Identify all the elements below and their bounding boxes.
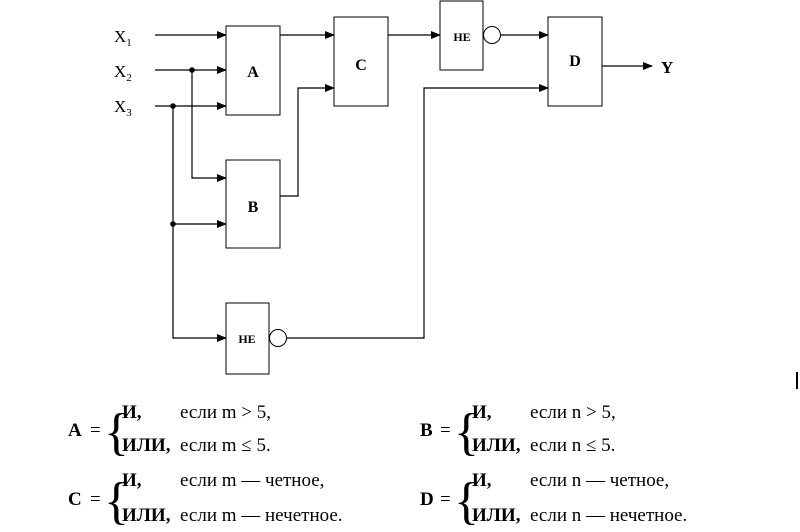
- formula-a-name: A: [68, 420, 82, 441]
- formula-c-equals: =: [90, 489, 101, 510]
- formula-b: B = { И,если n > 5, ИЛИ,если n ≤ 5.: [420, 402, 616, 461]
- junction-dot: [170, 103, 176, 109]
- inversion-circle: [483, 26, 501, 44]
- wire-x2-to-b: [191, 70, 227, 182]
- formula-d: D = { И,если n — четное, ИЛИ,если n — не…: [420, 470, 687, 530]
- block-d: D: [547, 16, 603, 107]
- not-gate-top-label: НЕ: [453, 30, 470, 44]
- block-d-label: D: [569, 53, 581, 70]
- formula-a-brace: {: [104, 404, 129, 461]
- formula-c-row1: И,если m — четное,: [122, 470, 324, 491]
- formula-d-equals: =: [440, 489, 451, 510]
- formula-c-brace: {: [104, 473, 129, 530]
- formula-b-brace: {: [454, 404, 479, 461]
- formula-b-equals: =: [440, 420, 451, 441]
- block-c-label: C: [355, 57, 367, 74]
- formula-d-row1: И,если n — четное,: [472, 470, 669, 491]
- formula-a-row2: ИЛИ,если m ≤ 5.: [122, 435, 271, 456]
- block-b: B: [225, 159, 281, 249]
- input-x3-label: X3: [114, 97, 132, 119]
- formula-a-row1: И,если m > 5,: [122, 402, 271, 423]
- block-b-label: B: [248, 199, 259, 216]
- formula-c-row2: ИЛИ,если m — нечетное.: [122, 505, 343, 526]
- junction-dot: [189, 67, 195, 73]
- formula-c: C = { И,если m — четное, ИЛИ,если m — не…: [68, 470, 343, 530]
- formula-b-row1: И,если n > 5,: [472, 402, 616, 423]
- formula-b-row2: ИЛИ,если n ≤ 5.: [472, 435, 615, 456]
- junction-dot: [170, 221, 176, 227]
- input-x2-label: X2: [114, 62, 132, 84]
- wire-x3-to-not: [172, 224, 227, 342]
- formula-d-row2: ИЛИ,если n — нечетное.: [472, 505, 687, 526]
- formula-b-name: B: [420, 420, 433, 441]
- inversion-circle: [269, 329, 287, 347]
- block-c: C: [333, 16, 389, 107]
- not-gate-bottom-label: НЕ: [238, 332, 255, 346]
- block-a-label: A: [247, 64, 259, 81]
- block-a: A: [225, 25, 281, 116]
- not-gate-top: НЕ: [439, 0, 501, 71]
- formula-d-brace: {: [454, 473, 479, 530]
- wire-not2-to-d: [287, 84, 549, 339]
- wire-b-to-c: [280, 84, 335, 197]
- formula-a-equals: =: [90, 420, 101, 441]
- edge-mark: [796, 372, 798, 389]
- not-gate-bottom: НЕ: [225, 302, 287, 375]
- formula-c-name: C: [68, 489, 82, 510]
- input-x1-label: X1: [114, 27, 132, 49]
- formula-a: A = { И,если m > 5, ИЛИ,если m ≤ 5.: [68, 402, 271, 461]
- formula-d-name: D: [420, 489, 434, 510]
- wire-x3-to-b: [172, 106, 227, 228]
- output-y-label: Y: [661, 58, 673, 77]
